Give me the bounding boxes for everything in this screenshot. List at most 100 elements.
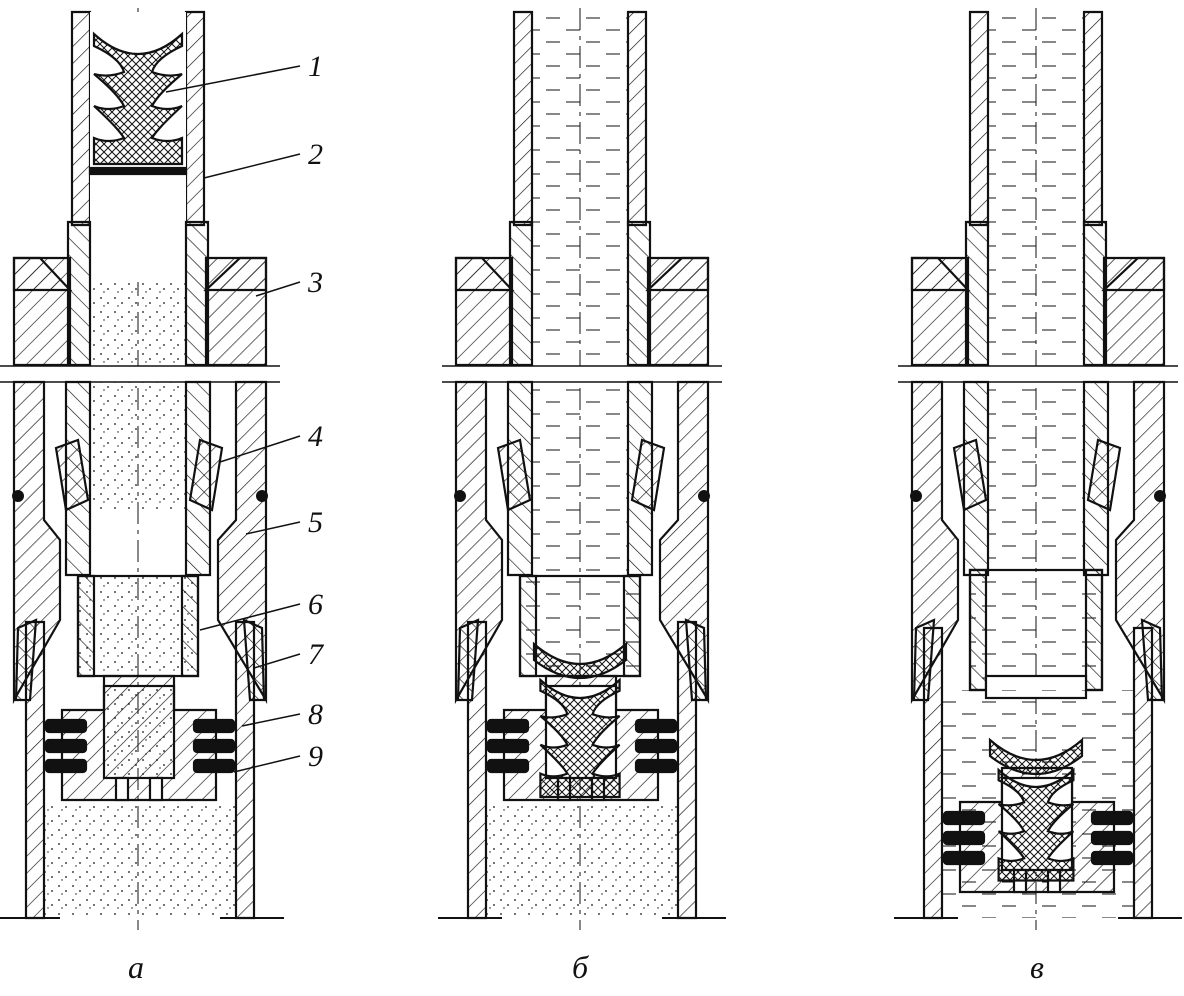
seal-rings-left: [942, 810, 986, 866]
caption-2: б: [572, 949, 589, 985]
fluid-column: [988, 282, 1084, 578]
stop-port-2: [148, 776, 164, 802]
callout-leader-3: [255, 281, 301, 297]
pin-right: [1154, 490, 1166, 502]
upper-pipe-left-wall: [70, 10, 92, 227]
upper-pipe-right-wall: [626, 10, 648, 227]
casing-cement: [44, 806, 236, 918]
callout-8: 8: [308, 698, 323, 731]
panel-2: [438, 8, 726, 930]
callout-3: 3: [307, 266, 323, 299]
pin-right: [256, 490, 268, 502]
inner-sleeve-left: [508, 220, 534, 367]
callout-leader-4: [219, 435, 301, 463]
callout-leader-1: [165, 65, 301, 93]
pin-right: [698, 490, 710, 502]
seat-sleeve-left: [968, 568, 988, 692]
upper-pipe-right-wall: [184, 10, 206, 227]
break-band: [0, 366, 280, 382]
inner-sleeve-left: [66, 220, 92, 367]
upper-pipe-bore: [532, 12, 628, 282]
seat-sleeve-bore: [76, 574, 200, 678]
callout-9: 9: [308, 740, 323, 773]
cement-column: [90, 282, 186, 512]
adapter-chamfer-left: [454, 256, 515, 292]
landed-plug: [539, 677, 621, 799]
callout-leader-6: [199, 603, 301, 631]
collar-left: [456, 618, 480, 702]
stop-bore: [102, 684, 176, 780]
seat-sleeve-right: [180, 574, 200, 678]
collar-right: [242, 618, 266, 702]
callout-leader-7: [253, 653, 301, 669]
seat-sleeve-left: [518, 574, 538, 678]
body-left: [12, 380, 62, 705]
seat-sleeve-left: [76, 574, 96, 678]
latch-dog-right: [188, 438, 224, 512]
body-left: [454, 380, 504, 705]
body-left: [910, 380, 960, 705]
break-band: [442, 366, 722, 382]
stop-port-1: [114, 776, 130, 802]
collar-left: [912, 618, 936, 702]
seal-rings-left: [486, 718, 530, 774]
seat-sleeve-right: [1084, 568, 1104, 692]
callout-leader-9: [233, 755, 301, 773]
callout-1: 1: [308, 50, 323, 83]
latch-dog-left: [496, 438, 532, 512]
upper-pipe-right-wall: [1082, 10, 1104, 227]
latch-dog-left: [952, 438, 988, 512]
body-right: [658, 380, 710, 704]
upper-pipe-bore: [988, 12, 1084, 282]
inner-sleeve-left: [964, 220, 990, 367]
inner-sleeve-right: [1082, 220, 1108, 367]
inner-sleeve-right: [626, 220, 652, 367]
upper-pipe-left-wall: [968, 10, 990, 227]
callout-2: 2: [308, 138, 323, 171]
adapter-chamfer-right: [1101, 256, 1166, 292]
seal-rings-right: [1090, 810, 1134, 866]
upper-cup-plug: [532, 641, 628, 679]
pin-left: [454, 490, 466, 502]
seal-rings-left: [44, 718, 88, 774]
callout-leader-8: [241, 713, 301, 727]
body-right: [1114, 380, 1166, 704]
callout-leader-2: [203, 153, 301, 179]
fluid-column: [532, 282, 628, 578]
panel-3: [894, 8, 1182, 930]
collar-left: [14, 618, 38, 702]
break-band: [898, 366, 1178, 382]
callout-5: 5: [308, 506, 323, 539]
panel-1: [0, 8, 284, 930]
adapter-chamfer-right: [203, 256, 268, 292]
adapter-chamfer-right: [645, 256, 710, 292]
adapter-chamfer-left: [910, 256, 971, 292]
latch-dog-right: [630, 438, 666, 512]
upper-pipe-left-wall: [512, 10, 534, 227]
seal-rings-right: [634, 718, 678, 774]
seat-sleeve-bore: [968, 568, 1104, 692]
caption-3: в: [1030, 949, 1044, 985]
upper-cup-plug: [988, 737, 1084, 775]
pin-left: [12, 490, 24, 502]
caption-1: а: [128, 949, 144, 985]
seat-sleeve-right: [622, 574, 642, 678]
casing-cement: [486, 806, 678, 918]
top-plug: [92, 31, 184, 166]
pin-left: [910, 490, 922, 502]
callout-7: 7: [308, 638, 325, 671]
panel-captions: а б в: [128, 949, 1044, 985]
callout-4: 4: [308, 420, 323, 453]
latch-dog-right: [1086, 438, 1122, 512]
collar-right: [1140, 618, 1164, 702]
collar-right: [684, 618, 708, 702]
inner-sleeve-right: [184, 220, 210, 367]
landed-plug: [997, 767, 1075, 882]
callout-leader-5: [245, 521, 301, 535]
top-plug-base: [88, 166, 188, 176]
seal-rings-right: [192, 718, 236, 774]
latch-dog-left: [54, 438, 90, 512]
